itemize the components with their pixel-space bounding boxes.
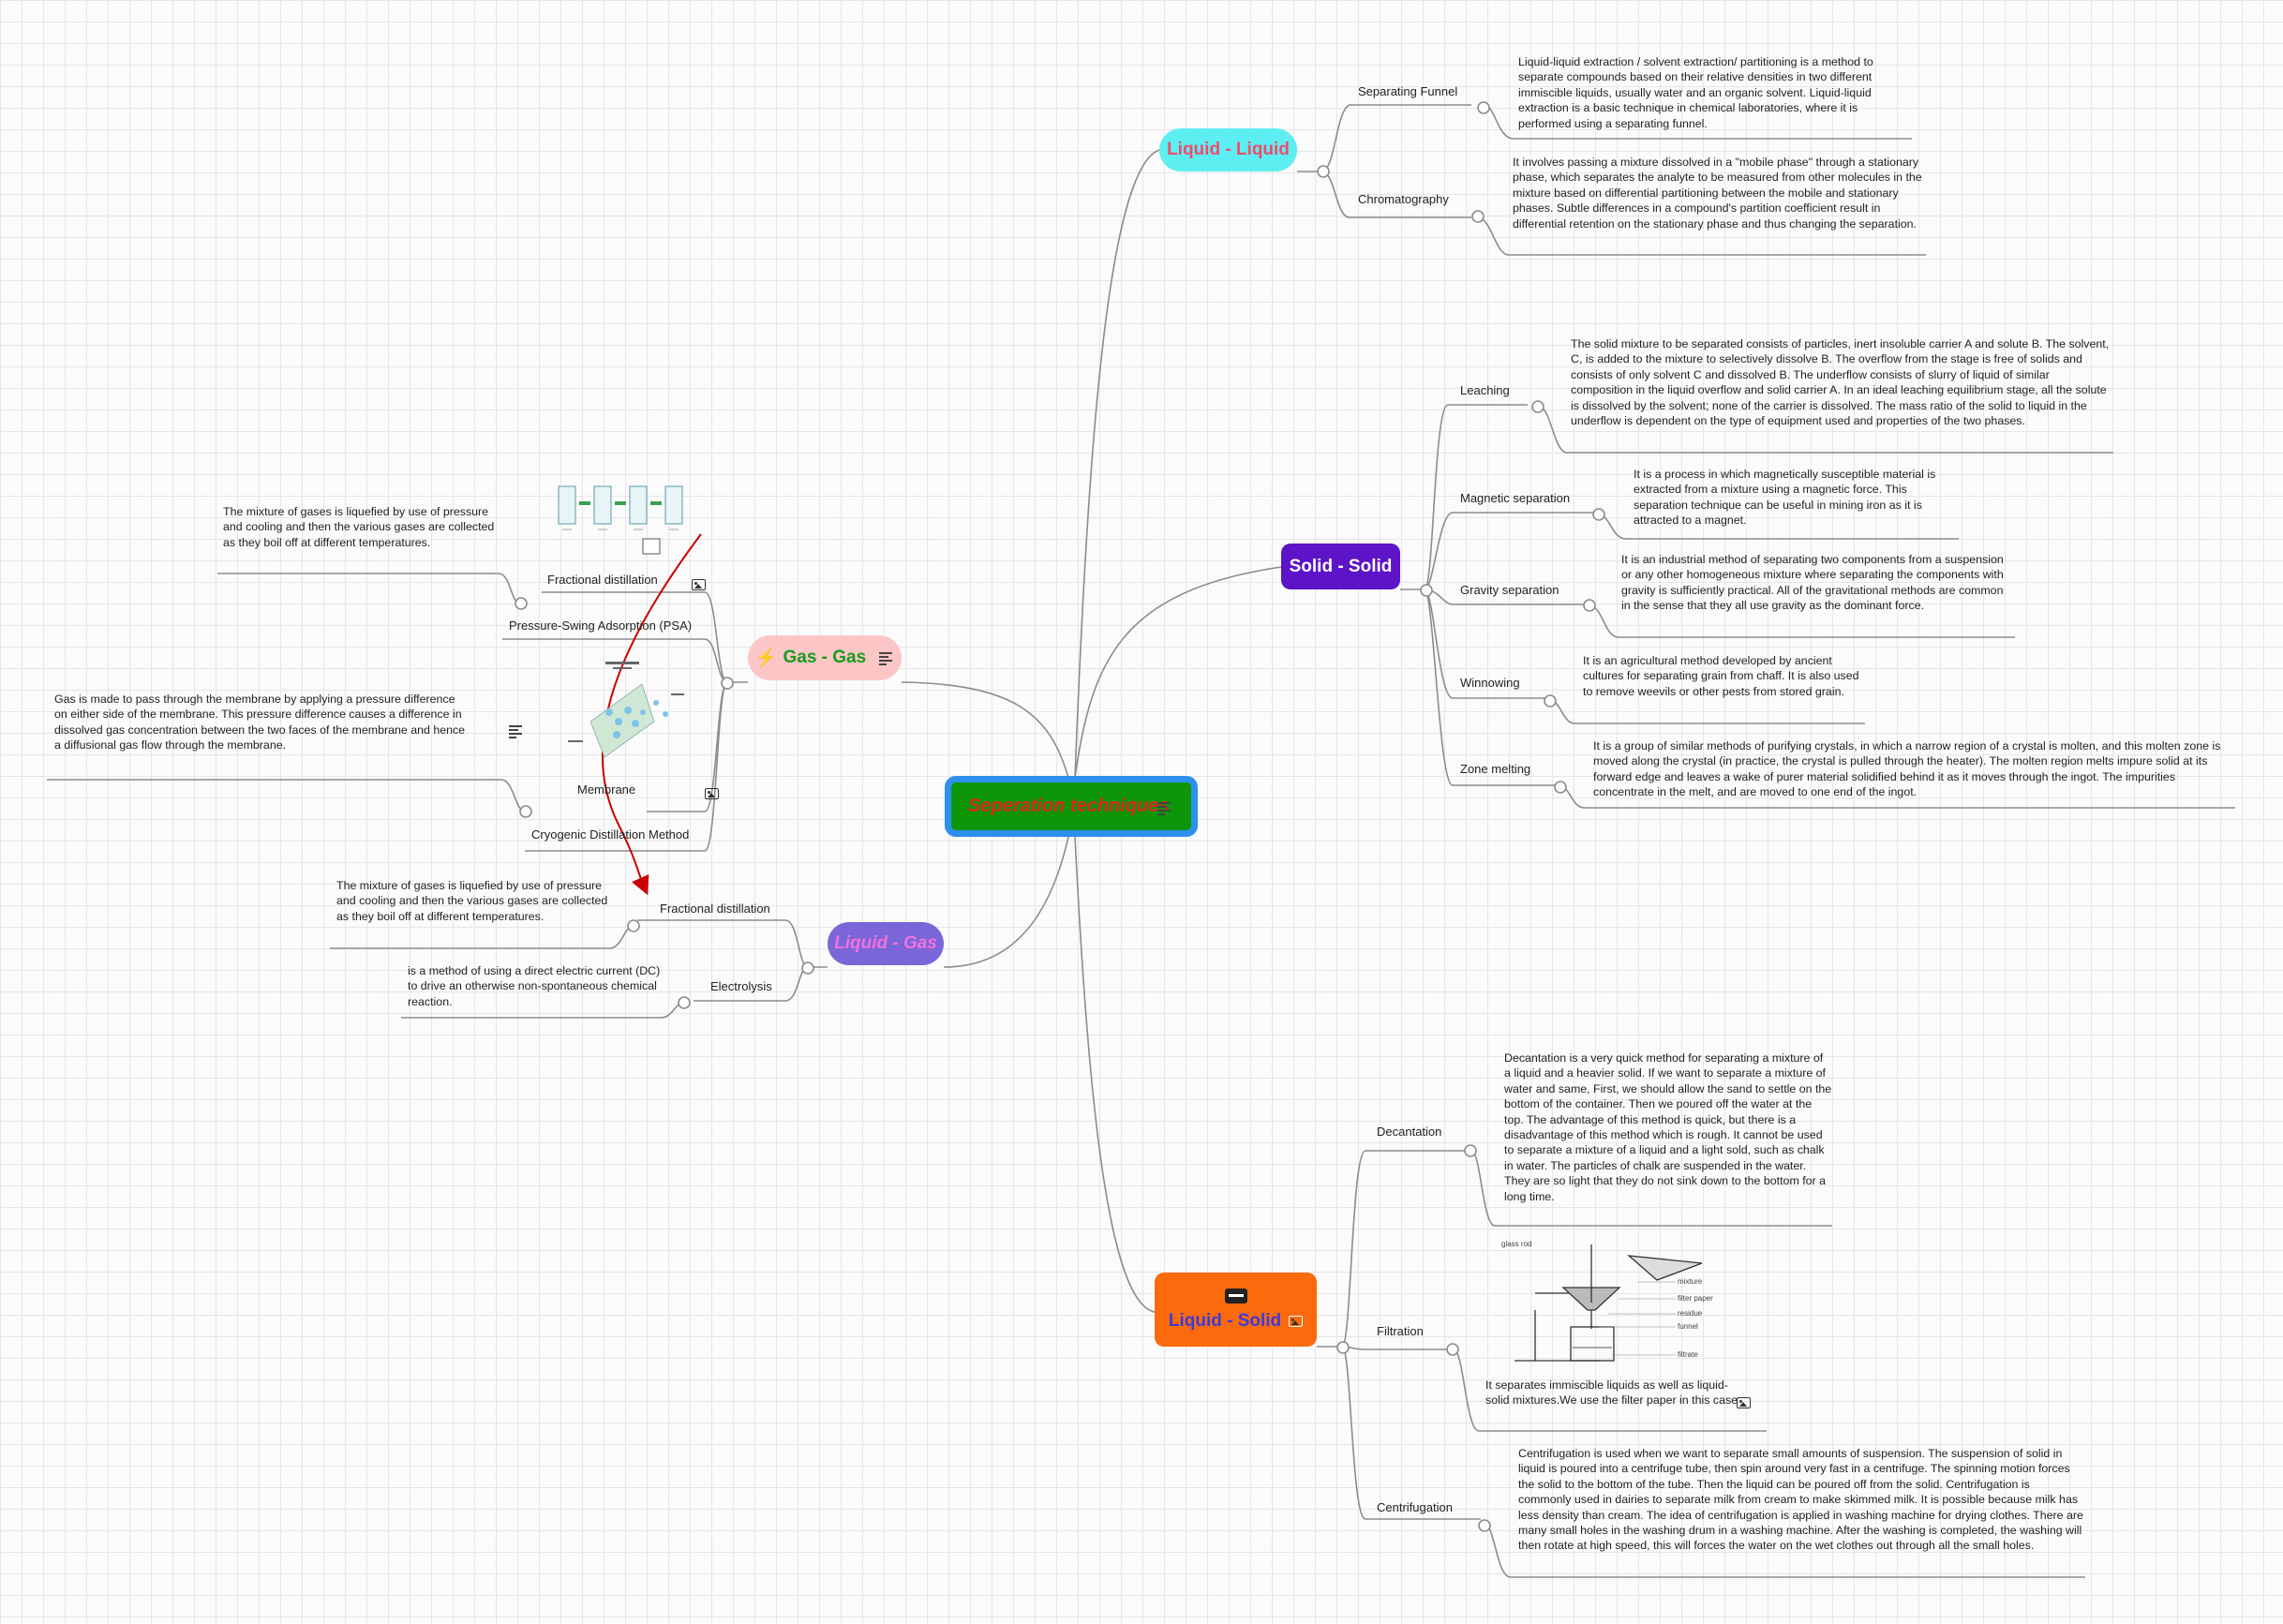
image-icon[interactable] [1737,1396,1751,1408]
note-separating-funnel[interactable]: Liquid-liquid extraction / solvent extra… [1518,55,1873,130]
topic-chromatography[interactable]: Chromatography [1358,192,1449,206]
figure-label: residue [1678,1309,1703,1318]
branch-title: Solid - Solid [1289,556,1393,576]
topic-filtration[interactable]: Filtration [1377,1324,1424,1338]
branch-liquid-solid[interactable]: Liquid - Solid [1155,1273,1317,1347]
branch-title: Liquid - Solid [1168,1310,1282,1331]
keyboard-icon [1224,1288,1247,1304]
note-centrifugation[interactable]: Centrifugation is used when we want to s… [1518,1447,2083,1553]
fractional-distillation-diagram-image[interactable] [553,483,694,559]
note-leaching[interactable]: The solid mixture to be separated consis… [1571,337,2110,428]
note-membrane[interactable]: Gas is made to pass through the membrane… [54,693,466,752]
connector-root-liquid-solid [1074,836,1156,1313]
topic-magnetic-separation[interactable]: Magnetic separation [1460,491,1571,505]
topic-psa[interactable]: Pressure-Swing Adsorption (PSA) [509,618,693,633]
figure-label: mixture [1678,1277,1703,1286]
note-icon[interactable] [508,725,524,739]
figure-label: glass rod [1501,1240,1531,1248]
topic-fractional-distillation[interactable]: Fractional distillation [547,573,658,587]
branch-solid-solid[interactable]: Solid - Solid [1281,544,1400,589]
branch-liquid-liquid[interactable]: Liquid - Liquid [1159,128,1297,171]
note-magnetic-separation[interactable]: It is a process in which magnetically su… [1634,468,1936,528]
image-icon[interactable] [1289,1315,1304,1327]
branch-liquid-gas[interactable]: Liquid - Gas [828,922,944,965]
root-topic[interactable]: Seperation techniques [945,776,1198,837]
figure-label: funnel [1678,1322,1698,1331]
note-winnowing[interactable]: It is an agricultural method developed b… [1583,654,1859,698]
branch-title: Liquid - Liquid [1167,140,1290,159]
topic-electrolysis[interactable]: Electrolysis [710,979,772,993]
topic-winnowing[interactable]: Winnowing [1460,676,1520,690]
branch-title: Liquid - Gas [834,933,937,953]
figure-label: filtrate [1678,1350,1698,1359]
note-fractional-distillation-lg[interactable]: The mixture of gases is liquefied by use… [336,879,608,923]
figure-label: filter paper [1678,1294,1713,1303]
topic-cryogenic-distillation[interactable]: Cryogenic Distillation Method [531,827,690,842]
filtration-apparatus-image[interactable]: glass rod mixture filter paper residue f… [1498,1235,1760,1366]
topic-separating-funnel[interactable]: Separating Funnel [1358,84,1458,98]
connector-root-solid-solid [1074,566,1282,779]
topic-leaching[interactable]: Leaching [1460,383,1510,397]
branch-title: Gas - Gas [783,648,867,667]
topic-zone-melting[interactable]: Zone melting [1460,762,1531,776]
note-decantation[interactable]: Decantation is a very quick method for s… [1504,1051,1832,1203]
connector-root-liquid-liquid [1074,149,1160,779]
topic-decantation[interactable]: Decantation [1377,1125,1442,1139]
membrane-diagram-image[interactable] [553,656,694,768]
note-electrolysis[interactable]: is a method of using a direct electric c… [408,964,661,1008]
branch-gas-gas[interactable]: ⚡ Gas - Gas [748,635,902,680]
connector-root-liquid-gas [943,836,1069,968]
note-fractional-distillation[interactable]: The mixture of gases is liquefied by use… [223,505,495,549]
note-chromatography[interactable]: It involves passing a mixture dissolved … [1513,156,1922,231]
note-gravity-separation[interactable]: It is an industrial method of separating… [1621,553,2004,613]
note-icon[interactable] [879,651,894,665]
note-icon[interactable] [1157,802,1172,815]
image-icon[interactable] [705,787,720,799]
topic-membrane[interactable]: Membrane [577,782,636,797]
topic-centrifugation[interactable]: Centrifugation [1377,1500,1453,1514]
topic-gravity-separation[interactable]: Gravity separation [1460,583,1559,597]
relation-arrow[interactable] [601,533,702,896]
lightning-icon: ⚡ [754,648,778,668]
note-zone-melting[interactable]: It is a group of similar methods of puri… [1593,739,2221,799]
image-icon[interactable] [692,578,707,590]
note-filtration[interactable]: It separates immiscible liquids as well … [1485,1378,1738,1408]
root-title: Seperation techniques [968,796,1170,816]
topic-fractional-distillation-lg[interactable]: Fractional distillation [660,901,770,916]
connector-root-gas-gas [901,681,1069,779]
